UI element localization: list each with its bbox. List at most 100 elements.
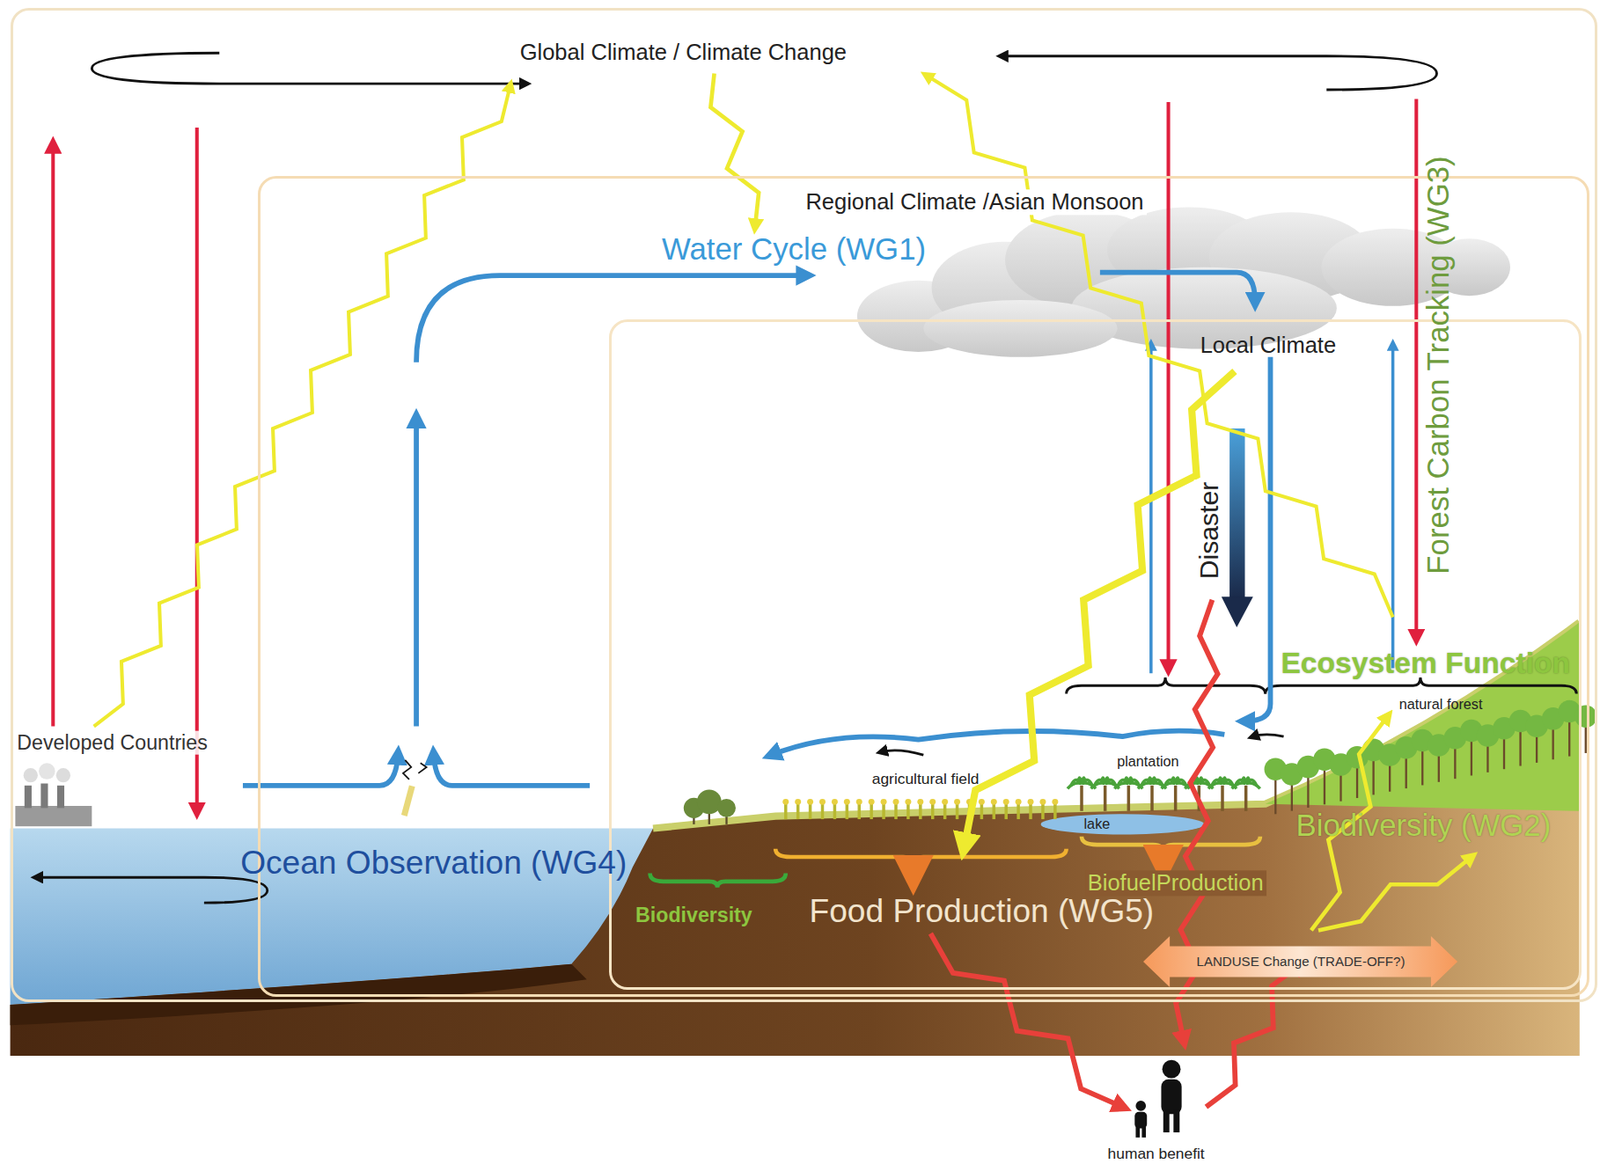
palm	[1079, 785, 1083, 812]
theme-label: Biodiversity	[632, 903, 756, 928]
tree	[1574, 704, 1598, 728]
circulation-arrows	[1253, 734, 1285, 737]
tree	[1291, 782, 1293, 811]
tree	[1552, 726, 1555, 760]
disaster-arrow	[1229, 428, 1245, 598]
water-cycle-arrows	[413, 418, 419, 727]
crop	[868, 799, 875, 806]
land	[1265, 622, 1580, 812]
tree	[1372, 758, 1374, 796]
water-cycle-arrows	[433, 755, 590, 786]
land	[10, 622, 1580, 1057]
red-zigzag	[930, 933, 1123, 1108]
crop	[845, 804, 849, 820]
palm	[1246, 783, 1261, 789]
place-label: Developed Countries	[14, 731, 210, 756]
crop	[1028, 804, 1032, 820]
crop	[943, 804, 947, 820]
circulation-arrows	[881, 750, 925, 756]
factory	[56, 768, 71, 783]
circulation-arrows	[1002, 56, 1438, 90]
palm	[1067, 783, 1082, 789]
circulation-arrows	[1265, 677, 1578, 695]
working-group-label: Food Production (WG5)	[807, 892, 1158, 931]
crop	[990, 799, 998, 806]
palm	[1244, 785, 1248, 812]
vegetation	[683, 700, 1598, 825]
crop	[858, 804, 861, 820]
tree	[1356, 765, 1358, 799]
yellow-zigzag	[94, 85, 511, 727]
crop	[782, 799, 789, 806]
tree	[1453, 746, 1456, 779]
factory	[14, 763, 92, 827]
crop	[906, 804, 910, 820]
tree	[1306, 775, 1309, 808]
crop	[1016, 804, 1020, 820]
influence-zigzags	[94, 73, 1472, 1108]
tree	[1535, 733, 1538, 763]
landcover-label: plantation	[1114, 753, 1182, 771]
frame-title: Global Climate / Climate Change	[517, 39, 850, 66]
water-cycle-arrows	[418, 763, 426, 774]
humans	[1173, 1110, 1180, 1134]
red-arrows	[195, 127, 199, 812]
water-cycle-arrows	[403, 760, 412, 780]
palm	[1161, 783, 1176, 789]
landuse-label: LANDUSE Change (TRADE-OFF?)	[1194, 954, 1409, 969]
circulation-arrows	[36, 52, 1578, 903]
tree	[1421, 748, 1424, 786]
crop	[819, 799, 826, 806]
humans	[1141, 1126, 1146, 1138]
humans	[1134, 1112, 1147, 1130]
hazard-label: Disaster	[1194, 479, 1226, 582]
humans	[1135, 1126, 1140, 1138]
production-brackets	[775, 849, 1066, 867]
crop	[894, 804, 897, 820]
factory	[24, 785, 32, 809]
crop	[844, 799, 851, 806]
landuse-arrow: LANDUSE Change (TRADE-OFF?)	[1143, 936, 1458, 988]
crop	[904, 799, 911, 806]
factory	[57, 785, 65, 809]
tree	[1503, 736, 1505, 770]
crop	[794, 799, 801, 806]
red-arrows	[51, 145, 55, 727]
crop	[880, 799, 888, 806]
yellow-zigzag	[710, 73, 759, 227]
palm	[1091, 783, 1106, 789]
working-group-label: Water Cycle (WG1)	[659, 232, 929, 268]
palm	[1103, 785, 1107, 812]
crop	[1027, 799, 1035, 806]
palm	[1232, 783, 1247, 789]
frame-title: Local Climate	[1197, 332, 1339, 359]
crop	[917, 799, 924, 806]
red-zigzag	[1205, 964, 1301, 1108]
crop	[893, 799, 900, 806]
factory	[23, 768, 38, 783]
production-brackets	[908, 862, 919, 876]
crop	[992, 804, 996, 820]
theme-label: Ecosystem Function	[1277, 645, 1573, 681]
crop	[856, 799, 863, 806]
crop	[808, 804, 812, 820]
tree	[1486, 743, 1489, 772]
theme-label: human benefit	[1105, 1144, 1208, 1163]
circulation-arrows	[36, 877, 268, 903]
crop	[821, 804, 824, 820]
crop	[1015, 799, 1022, 806]
crop	[1039, 799, 1046, 806]
crop	[954, 799, 961, 806]
tree	[1519, 729, 1521, 767]
frame-title: Regional Climate /Asian Monsoon	[802, 189, 1146, 215]
tree	[1405, 755, 1408, 789]
mangrove	[717, 799, 736, 818]
palm	[1137, 783, 1153, 789]
palm	[1114, 783, 1129, 789]
humans	[1160, 1079, 1182, 1115]
tree	[1323, 768, 1326, 806]
theme-label: BiofuelProduction	[1085, 870, 1267, 896]
crop	[978, 799, 985, 806]
crop	[941, 799, 948, 806]
